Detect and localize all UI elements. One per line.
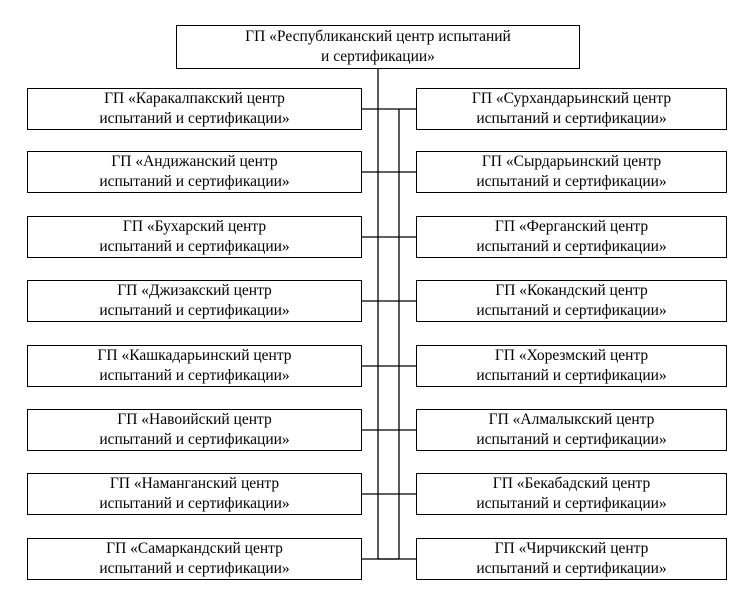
node-almalyk: ГП «Алмалыкский центр испытаний и сертиф…	[416, 409, 727, 451]
node-line1: ГП «Навоийский центр	[117, 411, 272, 428]
node-line2: испытаний и сертификации»	[476, 110, 667, 127]
node-line1: ГП «Кашкадарьинский центр	[97, 347, 292, 364]
node-karakalpak: ГП «Каракалпакский центр испытаний и сер…	[27, 88, 362, 130]
node-jizzakh: ГП «Джизакский центр испытаний и сертифи…	[27, 280, 362, 322]
node-kokand: ГП «Кокандский центр испытаний и сертифи…	[416, 280, 727, 322]
node-fergana: ГП «Ферганский центр испытаний и сертифи…	[416, 216, 727, 258]
node-kashkadarya: ГП «Кашкадарьинский центр испытаний и се…	[27, 345, 362, 387]
node-line2: испытаний и сертификации»	[476, 238, 667, 255]
node-chirchik: ГП «Чирчикский центр испытаний и сертифи…	[416, 538, 727, 580]
node-line2: испытаний и сертификации»	[476, 560, 667, 577]
node-line2: испытаний и сертификации»	[99, 495, 290, 512]
node-bekabad: ГП «Бекабадский центр испытаний и сертиф…	[416, 473, 727, 515]
node-line2: испытаний и сертификации»	[99, 367, 290, 384]
node-line1: ГП «Чирчикский центр	[494, 540, 649, 557]
node-line1: ГП «Андижанский центр	[111, 153, 278, 170]
node-line1: ГП «Бекабадский центр	[492, 475, 651, 492]
node-line1: ГП «Хорезмский центр	[494, 347, 649, 364]
node-line2: испытаний и сертификации»	[476, 431, 667, 448]
node-samarkand: ГП «Самаркандский центр испытаний и серт…	[27, 538, 362, 580]
node-line1: ГП «Сырдарьинский центр	[481, 153, 662, 170]
node-line1: ГП «Кокандский центр	[495, 282, 648, 299]
node-line2: испытаний и сертификации»	[99, 110, 290, 127]
node-surkhandarya: ГП «Сурхандарьинский центр испытаний и с…	[416, 88, 727, 130]
root-node-line2: и сертификации»	[321, 48, 435, 65]
node-syrdarya: ГП «Сырдарьинский центр испытаний и серт…	[416, 151, 727, 193]
node-navoi: ГП «Навоийский центр испытаний и сертифи…	[27, 409, 362, 451]
node-line1: ГП «Каракалпакский центр	[104, 90, 285, 107]
node-line1: ГП «Наманганский центр	[109, 475, 280, 492]
node-line1: ГП «Самаркандский центр	[106, 540, 283, 557]
node-line2: испытаний и сертификации»	[476, 367, 667, 384]
node-line1: ГП «Джизакский центр	[117, 282, 272, 299]
node-line1: ГП «Бухарский центр	[122, 218, 267, 235]
node-line1: ГП «Алмалыкский центр	[488, 411, 655, 428]
node-line2: испытаний и сертификации»	[476, 495, 667, 512]
node-line2: испытаний и сертификации»	[99, 173, 290, 190]
node-line2: испытаний и сертификации»	[476, 302, 667, 319]
node-khorezm: ГП «Хорезмский центр испытаний и сертифи…	[416, 345, 727, 387]
node-namangan: ГП «Наманганский центр испытаний и серти…	[27, 473, 362, 515]
root-node-line1: ГП «Республиканский центр испытаний	[245, 28, 511, 45]
node-line2: испытаний и сертификации»	[476, 173, 667, 190]
node-line2: испытаний и сертификации»	[99, 560, 290, 577]
node-line2: испытаний и сертификации»	[99, 302, 290, 319]
node-line1: ГП «Сурхандарьинский центр	[471, 90, 672, 107]
node-andijan: ГП «Андижанский центр испытаний и сертиф…	[27, 151, 362, 193]
root-node: ГП «Республиканский центр испытаний и се…	[176, 25, 580, 69]
node-line2: испытаний и сертификации»	[99, 238, 290, 255]
node-bukhara: ГП «Бухарский центр испытаний и сертифик…	[27, 216, 362, 258]
node-line2: испытаний и сертификации»	[99, 431, 290, 448]
node-line1: ГП «Ферганский центр	[494, 218, 649, 235]
